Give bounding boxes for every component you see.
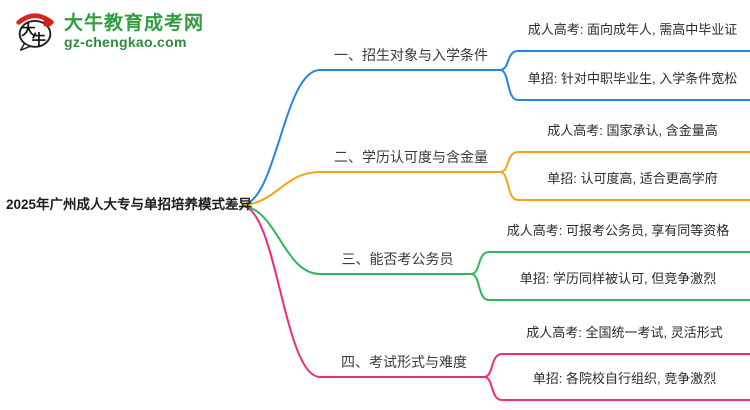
branch-2-leaf-2-connector bbox=[499, 171, 750, 201]
branch-3-connector bbox=[242, 205, 472, 275]
branch-1-leaf-2-connector bbox=[499, 69, 750, 101]
branch-3-leaf-1: 成人高考: 可报考公务员, 享有同等资格 bbox=[506, 223, 730, 238]
branch-4-label: 四、考试形式与难度 bbox=[341, 354, 467, 370]
branch-3-label: 三、能否考公务员 bbox=[341, 251, 454, 267]
svg-text:牛: 牛 bbox=[32, 30, 46, 48]
branch-3-leaf-1-connector bbox=[470, 251, 750, 275]
branch-2-leaf-1-connector bbox=[499, 151, 750, 173]
branch-3-leaf-2: 单招: 学历同样被认可, 但竞争激烈 bbox=[519, 271, 717, 286]
branch-4-leaf-1: 成人高考: 全国统一考试, 灵活形式 bbox=[526, 325, 723, 340]
branch-1-leaf-2: 单招: 针对中职毕业生, 入学条件宽松 bbox=[527, 71, 738, 86]
root-topic: 2025年广州成人大专与单招培养模式差异 bbox=[6, 197, 253, 212]
site-logo-text: 大牛教育成考网 gz-chengkao.com bbox=[64, 13, 204, 50]
branch-3-leaf-2-connector bbox=[470, 273, 750, 301]
branch-4-connector bbox=[242, 205, 485, 378]
branch-2-label: 二、学历认可度与含金量 bbox=[334, 149, 488, 165]
branch-1-leaf-1-connector bbox=[499, 50, 750, 71]
branch-1-label: 一、招生对象与入学条件 bbox=[334, 47, 488, 63]
branch-4-leaf-2-connector bbox=[483, 376, 750, 401]
site-name: 大牛教育成考网 bbox=[64, 12, 205, 34]
branch-1-leaf-1: 成人高考: 面向成年人, 需高中毕业证 bbox=[527, 22, 738, 37]
site-domain: gz-chengkao.com bbox=[64, 33, 187, 50]
branch-2-connector bbox=[242, 171, 501, 206]
branch-4-leaf-1-connector bbox=[483, 353, 750, 378]
branch-4-leaf-2: 单招: 各院校自行组织, 竞争激烈 bbox=[532, 371, 717, 386]
branch-2-leaf-2: 单招: 认可度高, 适合更高学府 bbox=[547, 171, 718, 186]
svg-text:大: 大 bbox=[21, 21, 36, 39]
branch-1-connector bbox=[242, 69, 501, 206]
daniu-logo-icon: 大 牛 bbox=[16, 13, 54, 51]
branch-2-leaf-1: 成人高考: 国家承认, 含金量高 bbox=[547, 123, 718, 138]
site-logo: 大 牛 大牛教育成考网 gz-chengkao.com bbox=[12, 8, 204, 54]
